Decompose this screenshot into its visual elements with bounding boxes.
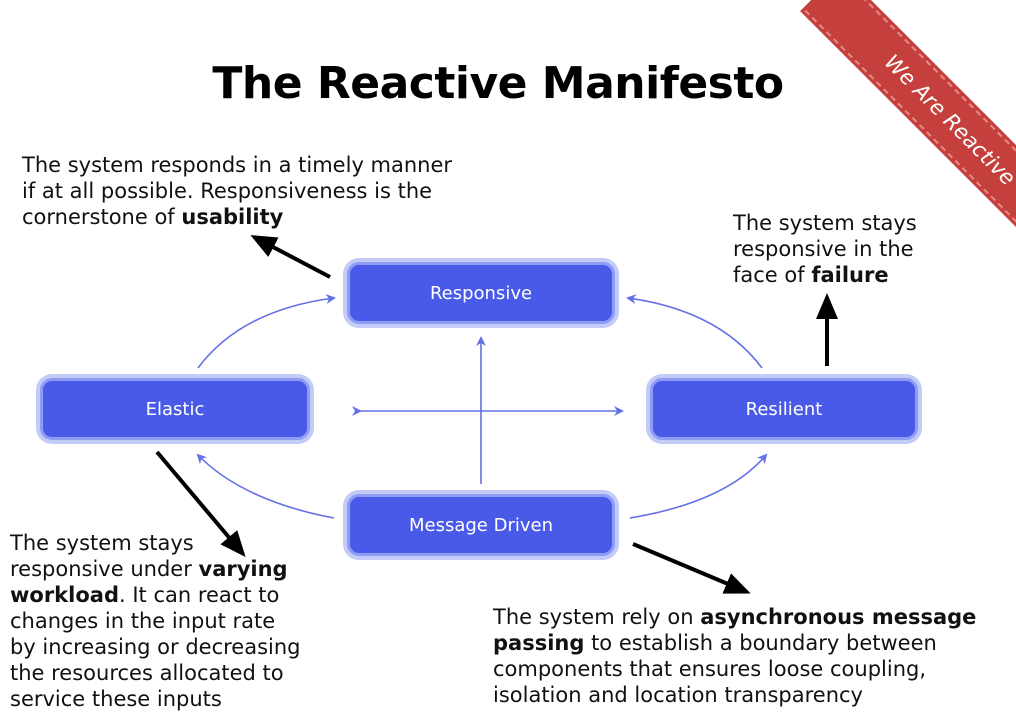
- note-elastic-keyword-1: varying: [198, 557, 288, 581]
- note-message-text-2: to establish a boundary between: [584, 631, 937, 655]
- node-responsive-label: Responsive: [429, 282, 533, 304]
- note-message-line3: components that ensures loose coupling,: [493, 657, 927, 681]
- note-responsive-text: cornerstone of: [22, 205, 182, 229]
- node-message-driven-label: Message Driven: [408, 514, 553, 536]
- note-elastic-text-2: . It can react to: [118, 583, 280, 607]
- page-title: The Reactive Manifesto: [0, 58, 1016, 109]
- title-text: The Reactive Manifesto: [212, 58, 784, 109]
- arrow-message-to-resilient: [629, 453, 768, 519]
- note-elastic-line7: service these inputs: [10, 687, 222, 711]
- note-message-keyword-2: passing: [493, 631, 585, 655]
- node-resilient-label: Resilient: [745, 398, 823, 420]
- note-responsive-keyword: usability: [181, 205, 284, 229]
- note-resilient: The system stays responsive in the face …: [733, 210, 917, 288]
- note-elastic: The system stays responsive under varyin…: [10, 530, 301, 712]
- note-elastic-keyword-2: workload: [10, 583, 119, 607]
- node-responsive: Responsive: [347, 262, 615, 324]
- node-elastic: Elastic: [40, 378, 310, 440]
- note-message-driven: The system rely on asynchronous message …: [493, 604, 976, 708]
- note-responsive-line3: cornerstone of usability: [22, 204, 452, 230]
- note-resilient-keyword: failure: [811, 263, 889, 287]
- note-elastic-line1: The system stays: [10, 531, 194, 555]
- note-elastic-line5: by increasing or decreasing: [10, 635, 301, 659]
- note-elastic-line2: responsive under varying: [10, 556, 301, 582]
- arrow-resilient-to-responsive: [626, 294, 763, 369]
- arrow-elastic-to-responsive: [197, 294, 336, 369]
- arrow-message-to-elastic: [196, 453, 335, 519]
- note-elastic-line3: workload. It can react to: [10, 582, 301, 608]
- note-responsive: The system responds in a timely manner i…: [22, 152, 452, 230]
- note-message-line4: isolation and location transparency: [493, 683, 863, 707]
- node-message-driven: Message Driven: [347, 494, 615, 556]
- note-elastic-text: responsive under: [10, 557, 199, 581]
- note-responsive-line2: if at all possible. Responsiveness is th…: [22, 179, 433, 203]
- note-message-line1: The system rely on asynchronous message: [493, 604, 976, 630]
- note-message-text: The system rely on: [493, 605, 701, 629]
- node-elastic-label: Elastic: [145, 398, 205, 420]
- note-resilient-text: face of: [733, 263, 812, 287]
- note-elastic-line4: changes in the input rate: [10, 609, 276, 633]
- pointer-message-note: [632, 542, 751, 594]
- node-resilient: Resilient: [650, 378, 918, 440]
- note-elastic-line6: the resources allocated to: [10, 661, 284, 685]
- note-resilient-line3: face of failure: [733, 262, 917, 288]
- note-message-line2: passing to establish a boundary between: [493, 630, 976, 656]
- pointer-responsive-note: [250, 235, 331, 279]
- pointer-elastic-note: [155, 450, 246, 558]
- note-message-keyword-1: asynchronous message: [700, 605, 977, 629]
- note-resilient-line2: responsive in the: [733, 237, 914, 261]
- note-responsive-line1: The system responds in a timely manner: [22, 153, 453, 177]
- note-resilient-line1: The system stays: [733, 211, 917, 235]
